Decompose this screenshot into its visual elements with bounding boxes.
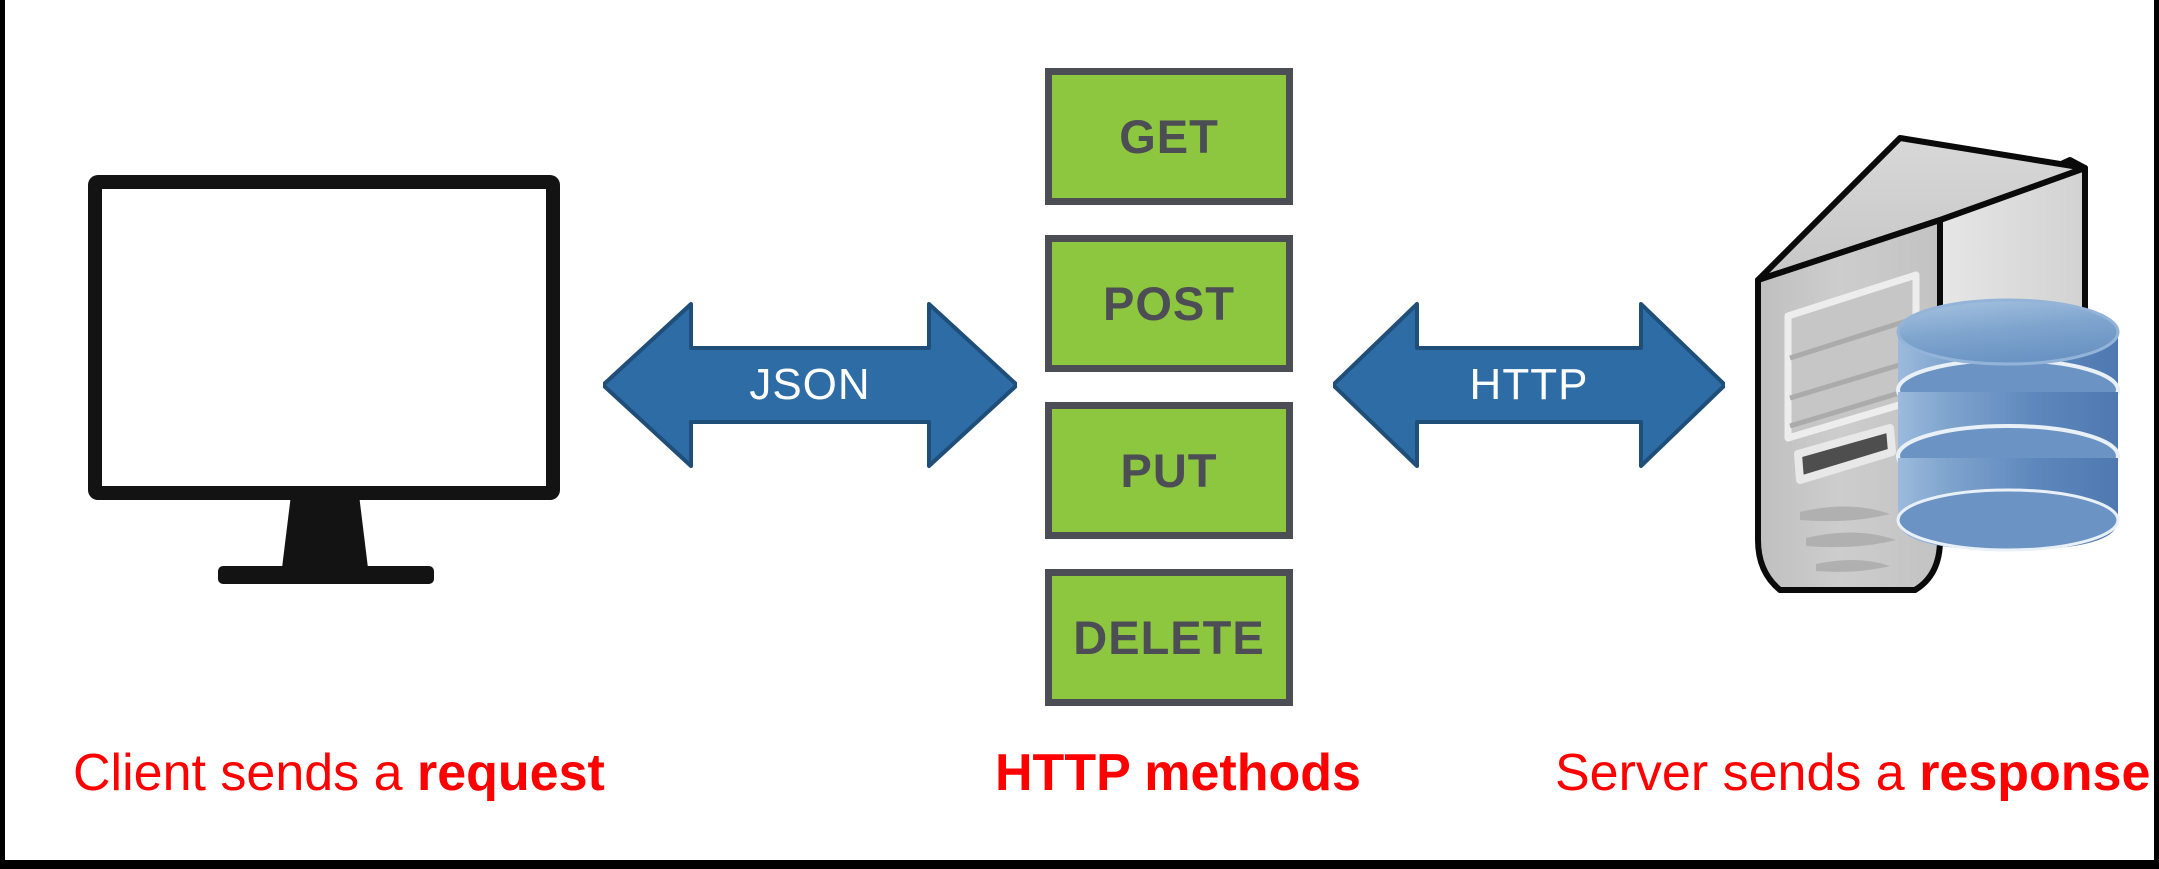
center-caption: HTTP methods bbox=[995, 744, 1361, 802]
server-caption-prefix: Server sends a bbox=[1555, 744, 1920, 802]
double-arrow-icon bbox=[603, 302, 1017, 468]
method-box-delete[interactable]: DELETE bbox=[1045, 569, 1293, 706]
client-caption-emphasis: request bbox=[416, 744, 605, 802]
server-database-icon bbox=[1740, 120, 2140, 620]
monitor-base bbox=[218, 566, 434, 584]
json-arrow: JSON bbox=[603, 300, 1017, 470]
server-caption: Server sends a response bbox=[1555, 743, 2150, 803]
database-cylinder bbox=[1896, 298, 2120, 552]
monitor-icon bbox=[88, 175, 568, 587]
monitor-neck bbox=[282, 498, 368, 568]
method-box-put[interactable]: PUT bbox=[1045, 402, 1293, 539]
server-caption-emphasis: response bbox=[1919, 744, 2151, 802]
http-arrow: HTTP bbox=[1333, 300, 1725, 470]
method-box-post[interactable]: POST bbox=[1045, 235, 1293, 372]
monitor-screen bbox=[88, 175, 560, 500]
client-caption: Client sends a request bbox=[73, 743, 605, 803]
method-box-get[interactable]: GET bbox=[1045, 68, 1293, 205]
server-database-graphic bbox=[1755, 135, 2120, 593]
double-arrow-icon bbox=[1333, 302, 1725, 468]
client-caption-prefix: Client sends a bbox=[73, 744, 417, 802]
